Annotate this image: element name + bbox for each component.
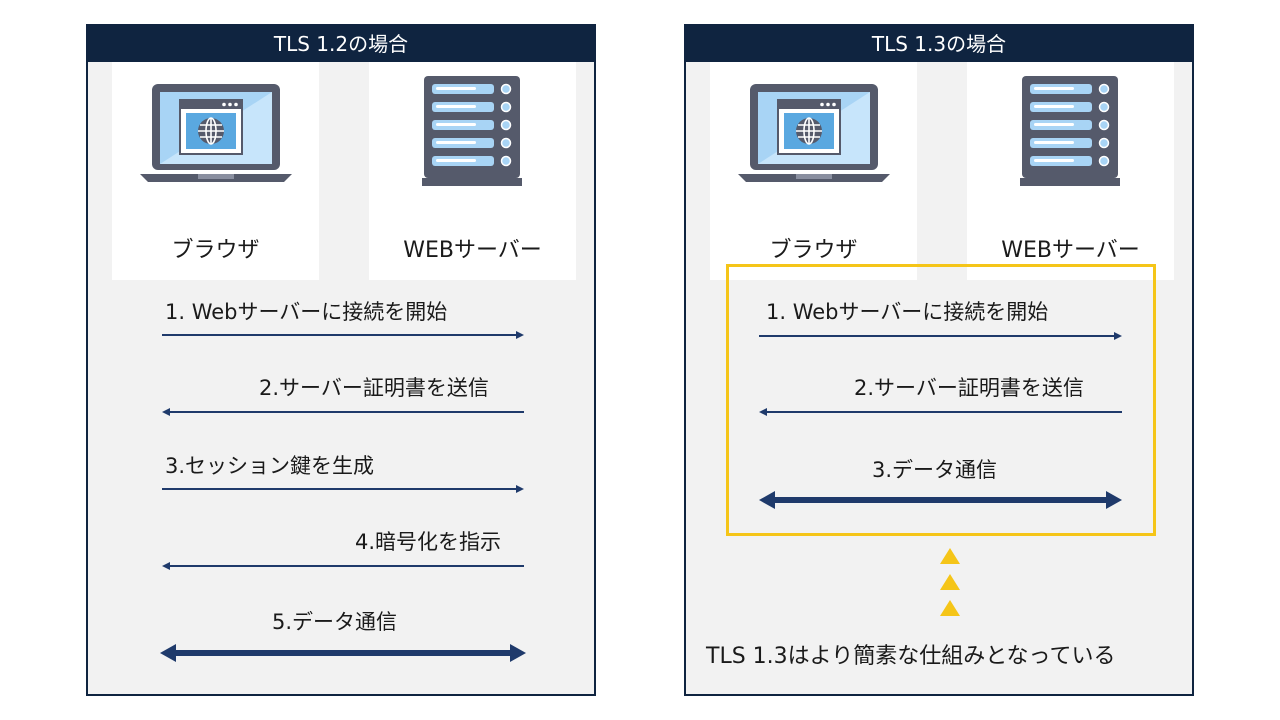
step-label: 4.暗号化を指示: [355, 530, 502, 554]
step-label: 3.データ通信: [872, 458, 998, 482]
arrow-bidirectional: [759, 491, 1122, 509]
message-arrows: [160, 331, 526, 662]
arrow-right: [162, 331, 524, 339]
arrow-left: [162, 408, 524, 416]
triangle-up-icon: [940, 548, 960, 616]
arrow-left: [759, 408, 1122, 416]
laptop-browser-icon: [140, 84, 292, 182]
tls12-panel: TLS 1.2の場合 ブラウザ: [86, 24, 596, 696]
browser-card: ブラウザ: [710, 62, 917, 280]
browser-label: ブラウザ: [769, 238, 858, 263]
laptop-browser-icon: [738, 84, 890, 182]
browser-label: ブラウザ: [171, 238, 260, 263]
tls13-panel: TLS 1.3の場合 ブラウザ: [684, 24, 1194, 696]
server-label: WEBサーバー: [403, 238, 542, 263]
arrow-right: [162, 485, 524, 493]
step-label: 3.セッション鍵を生成: [165, 454, 375, 478]
browser-card: ブラウザ: [112, 62, 319, 280]
tls13-conclusion: TLS 1.3はより簡素な仕組みとなっている: [706, 644, 1116, 669]
simplified-handshake-box: [726, 264, 1156, 536]
arrow-left: [162, 562, 524, 570]
server-label: WEBサーバー: [1001, 238, 1140, 263]
step-label: 1. Webサーバーに接続を開始: [165, 300, 448, 324]
step-label: 1. Webサーバーに接続を開始: [766, 300, 1049, 324]
server-rack-icon: [422, 76, 522, 186]
server-card: WEBサーバー: [369, 62, 576, 280]
arrow-right: [759, 332, 1122, 340]
message-arrows: [759, 332, 1122, 616]
arrow-bidirectional: [160, 644, 526, 662]
tls12-panel-title: TLS 1.2の場合: [88, 26, 594, 62]
step-label: 2.サーバー証明書を送信: [259, 376, 489, 400]
tls13-panel-title: TLS 1.3の場合: [686, 26, 1192, 62]
step-label: 2.サーバー証明書を送信: [854, 376, 1084, 400]
step-label: 5.データ通信: [272, 610, 398, 634]
server-card: WEBサーバー: [967, 62, 1174, 280]
server-rack-icon: [1020, 76, 1120, 186]
